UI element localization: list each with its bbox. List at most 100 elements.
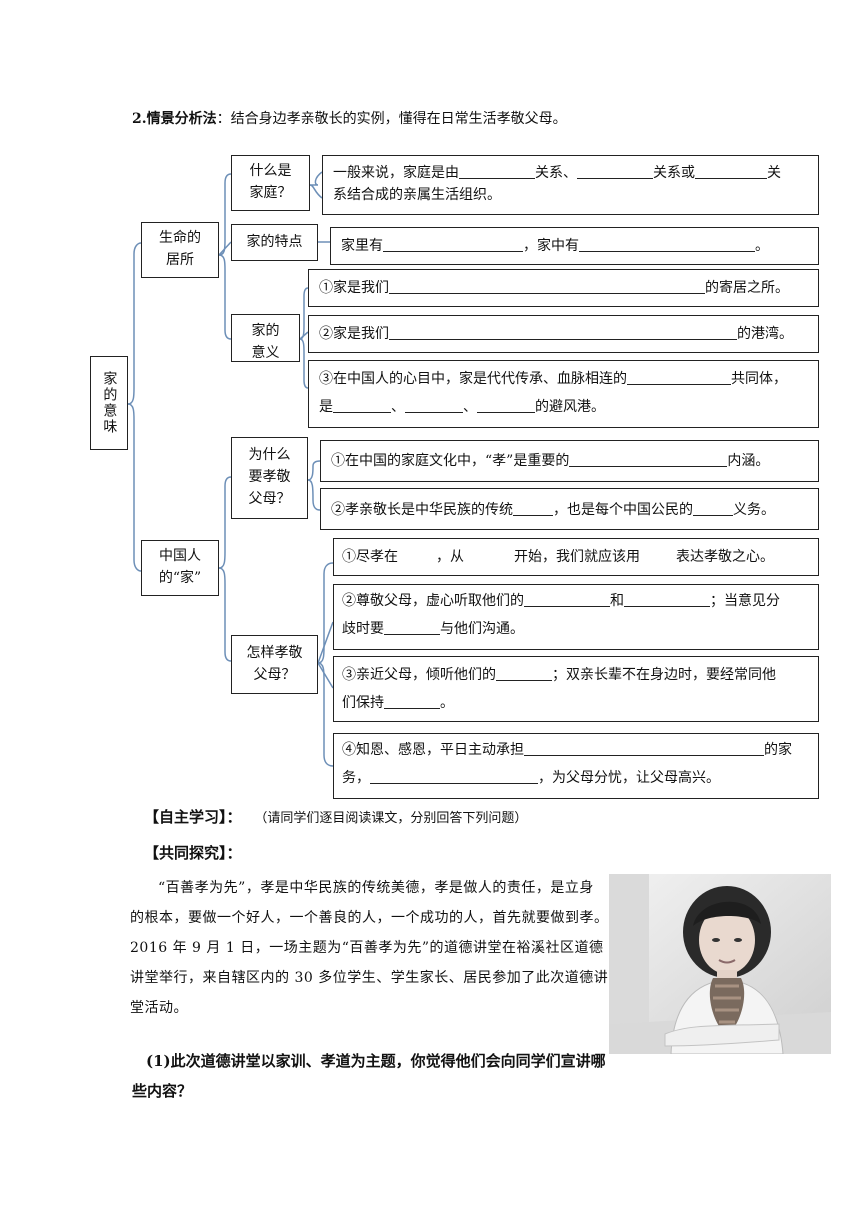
blank[interactable] [627, 368, 731, 385]
text: ，也是每个中国公民的 [553, 502, 693, 518]
text: ①在中国的家庭文化中，“孝”是重要的 [331, 453, 570, 469]
text: 关系或 [653, 165, 695, 181]
girl-photo [609, 874, 831, 1054]
branch-life-home: 生命的居所 [141, 222, 219, 278]
text: 开始，我们就应该用 [514, 549, 640, 565]
blank[interactable] [389, 277, 705, 294]
text: ；当意见分 [710, 593, 780, 609]
text: 。 [440, 695, 454, 711]
blank[interactable] [383, 235, 523, 252]
passage-line: 讲堂举行，来自辖区内的 30 多位学生、学生家长、居民参加了此次道德讲 [130, 970, 609, 986]
self-study-label: 【自主学习】 [144, 808, 227, 826]
blank[interactable] [333, 396, 391, 413]
content-how-4: ④知恩、感恩，平日主动承担 的家 务， ，为父母分忧，让父母高兴。 [333, 733, 819, 799]
blank[interactable] [693, 499, 733, 516]
passage-line: 2016 年 9 月 1 日，一场主题为“百善孝为先”的道德讲堂在裕溪社区道德 [130, 940, 604, 956]
blank[interactable] [370, 767, 538, 784]
colon: ： [226, 808, 242, 826]
node-how-filial-label: 怎样孝敬父母？ [246, 644, 303, 683]
blank[interactable] [579, 235, 755, 252]
cooperation-line: 【共同探究】： [144, 842, 242, 863]
text: 的港湾。 [737, 326, 793, 342]
text: 与他们沟通。 [440, 621, 524, 637]
text: ②尊敬父母，虚心听取他们的 [342, 593, 524, 609]
question-1: (1)此次道德讲堂以家训、孝道为主题，你觉得他们会向同学们宣讲哪 些内容？ [132, 1046, 612, 1106]
content-how-1: ①尽孝在 ，从 开始，我们就应该用 表达孝敬之心。 [333, 538, 819, 576]
self-study-note: （请同学们逐目阅读课文，分别回答下列问题） [254, 811, 528, 826]
node-family-features: 家的特点 [231, 224, 318, 261]
content-how-3: ③亲近父母，倾听他们的；双亲长辈不在身边时，要经常同他 们保持。 [333, 656, 819, 722]
text: ③亲近父母，倾听他们的 [342, 667, 496, 683]
text: 关 [767, 165, 781, 181]
text: ，为父母分忧，让父母高兴。 [538, 770, 720, 786]
root-label: 家的意味 [101, 371, 118, 435]
text: 歧时要 [342, 621, 384, 637]
blank[interactable] [524, 590, 610, 607]
node-family-meaning-label: 家的意义 [251, 323, 280, 361]
text: ④知恩、感恩，平日主动承担 [342, 742, 524, 758]
blank[interactable] [695, 162, 767, 179]
node-family-features-label: 家的特点 [246, 233, 303, 250]
node-why-filial: 为什么要孝敬父母？ [231, 437, 308, 519]
text: 表达孝敬之心。 [676, 549, 774, 565]
content-meaning-2: ②家是我们的港湾。 [308, 315, 819, 353]
text: 、 [391, 399, 405, 415]
content-why-1: ①在中国的家庭文化中，“孝”是重要的 内涵。 [320, 440, 819, 482]
text: ③在中国人的心目中，家是代代传承、血脉相连的 [319, 371, 627, 387]
passage: “百善孝为先”，孝是中华民族的传统美德，孝是做人的责任，是立身 的根本，要做一个… [130, 873, 610, 1023]
blank[interactable] [405, 396, 463, 413]
text: 的家 [764, 742, 792, 758]
branch-chinese-home-label: 中国人的“家” [158, 548, 202, 586]
blank[interactable] [496, 664, 552, 681]
heading-text: ：结合身边孝亲敬长的实例，懂得在日常生活孝敬父母。 [216, 111, 567, 127]
cooperation-label: 【共同探究】 [144, 844, 227, 862]
node-what-is-family-label: 什么是家庭？ [249, 163, 292, 201]
passage-line: “百善孝为先”，孝是中华民族的传统美德，孝是做人的责任，是立身 [158, 880, 594, 896]
passage-line: 堂活动。 [130, 1000, 188, 1016]
text: 家里有 [341, 238, 383, 254]
branch-chinese-home: 中国人的“家” [141, 540, 219, 596]
text: ①家是我们 [319, 280, 389, 296]
girl-photo-icon [609, 874, 831, 1054]
text: ，从 [436, 549, 464, 565]
node-how-filial: 怎样孝敬父母？ [231, 635, 318, 694]
content-what-is-family: 一般来说，家庭是由关系、关系或关 系结合成的亲属生活组织。 [322, 155, 819, 215]
text: 的寄居之所。 [705, 280, 789, 296]
text: 务， [342, 770, 370, 786]
text: ；双亲长辈不在身边时，要经常同他 [552, 667, 776, 683]
content-family-features: 家里有，家中有。 [330, 227, 819, 265]
section-heading: 2.情景分析法：结合身边孝亲敬长的实例，懂得在日常生活孝敬父母。 [132, 108, 567, 128]
blank[interactable] [577, 162, 653, 179]
text: ，家中有 [523, 238, 579, 254]
node-what-is-family: 什么是家庭？ [231, 155, 310, 211]
question-line: (1)此次道德讲堂以家训、孝道为主题，你觉得他们会向同学们宣讲哪 [146, 1052, 606, 1070]
text: ②孝亲敬长是中华民族的传统 [331, 502, 513, 518]
passage-line: 的根本，要做一个好人，一个善良的人，一个成功的人，首先就要做到孝。 [130, 910, 609, 926]
text: 的避风港。 [535, 399, 605, 415]
text: 内涵。 [727, 453, 770, 469]
text: 系结合成的亲属生活组织。 [333, 187, 501, 203]
heading-number: 2. [132, 111, 147, 127]
text: 、 [463, 399, 477, 415]
content-how-2: ②尊敬父母，虚心听取他们的 和 ；当意见分 歧时要 与他们沟通。 [333, 584, 819, 650]
text: ①尽孝在 [342, 549, 398, 565]
blank[interactable] [459, 162, 535, 179]
blank[interactable] [389, 323, 737, 340]
blank[interactable] [384, 692, 440, 709]
blank[interactable] [513, 499, 553, 516]
node-why-filial-label: 为什么要孝敬父母？ [248, 447, 291, 507]
blank[interactable] [524, 739, 764, 756]
blank[interactable] [477, 396, 535, 413]
mindmap-connectors [127, 171, 334, 767]
self-study-line: 【自主学习】： （请同学们逐目阅读课文，分别回答下列问题） [144, 806, 527, 827]
question-line: 些内容？ [132, 1082, 193, 1100]
blank[interactable] [624, 590, 710, 607]
text: 是 [319, 399, 333, 415]
blank[interactable] [569, 450, 728, 467]
blank[interactable] [384, 618, 440, 635]
content-meaning-1: ①家是我们 的寄居之所。 [308, 269, 819, 307]
text: 和 [610, 593, 624, 609]
text: 关系、 [535, 165, 577, 181]
content-meaning-3: ③在中国人的心目中，家是代代传承、血脉相连的共同体， 是、、的避风港。 [308, 360, 819, 428]
heading-label: 情景分析法 [146, 111, 217, 127]
